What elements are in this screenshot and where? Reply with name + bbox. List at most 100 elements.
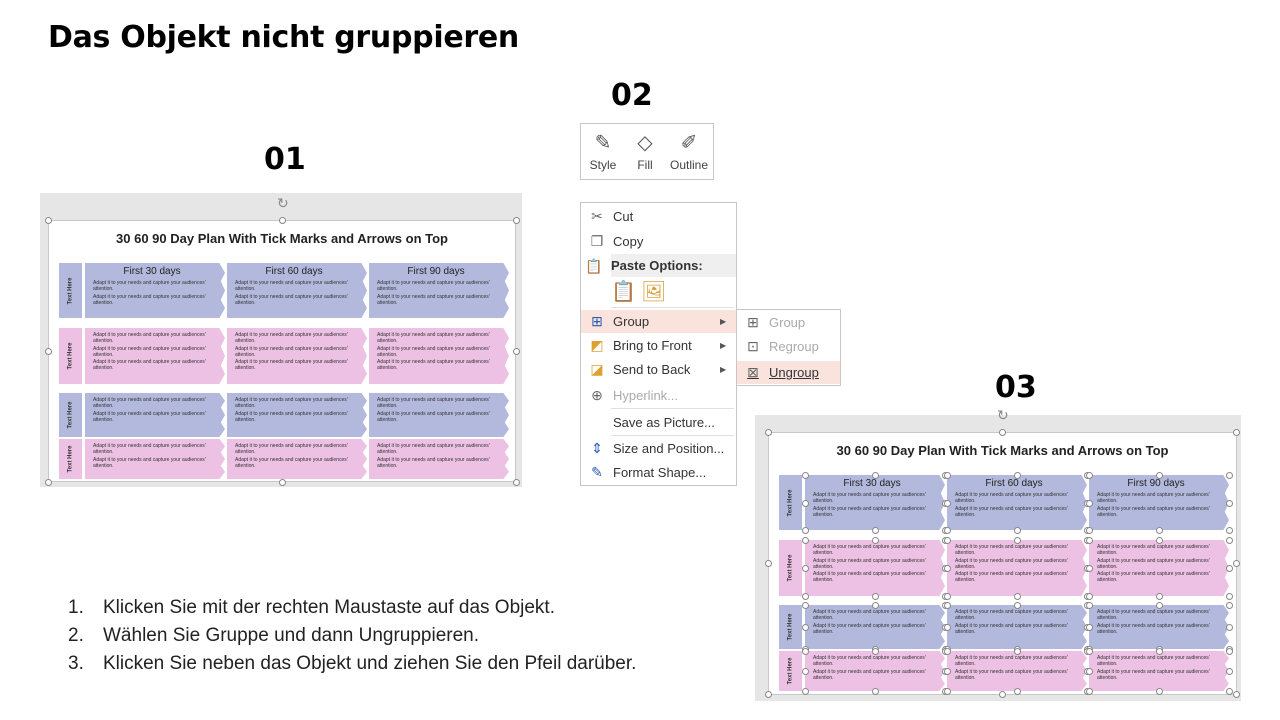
resize-handle[interactable] [1233, 691, 1240, 698]
resize-handle[interactable] [944, 602, 951, 609]
resize-handle[interactable] [1086, 648, 1093, 655]
resize-handle[interactable] [45, 479, 52, 486]
resize-handle[interactable] [872, 527, 879, 534]
resize-handle[interactable] [944, 537, 951, 544]
submenu-regroup[interactable]: ⊡Regroup [737, 335, 840, 358]
plan-cell[interactable]: Adapt it to your needs and capture your … [805, 605, 945, 649]
resize-handle[interactable] [944, 624, 951, 631]
resize-handle[interactable] [1233, 429, 1240, 436]
plan-cell[interactable]: Adapt it to your needs and capture your … [1089, 651, 1229, 691]
paste-as-picture-icon[interactable]: 🖼 [641, 281, 667, 303]
resize-handle[interactable] [802, 537, 809, 544]
resize-handle[interactable] [279, 479, 286, 486]
resize-handle[interactable] [765, 429, 772, 436]
paste-keep-formatting-icon[interactable]: 📋 [611, 281, 636, 303]
resize-handle[interactable] [513, 348, 520, 355]
resize-handle[interactable] [1156, 648, 1163, 655]
resize-handle[interactable] [1226, 624, 1233, 631]
resize-handle[interactable] [1226, 593, 1233, 600]
resize-handle[interactable] [1156, 537, 1163, 544]
resize-handle[interactable] [944, 565, 951, 572]
resize-handle[interactable] [999, 691, 1006, 698]
plan-cell[interactable]: Adapt it to your needs and capture your … [805, 540, 945, 596]
plan-cell[interactable]: Adapt it to your needs and capture your … [1089, 605, 1229, 649]
rotate-handle-icon[interactable]: ↻ [997, 407, 1009, 423]
style-button[interactable]: ✎Style [589, 130, 617, 172]
menu-copy[interactable]: ❐Copy [581, 230, 736, 253]
resize-handle[interactable] [944, 472, 951, 479]
resize-handle[interactable] [1086, 499, 1093, 507]
resize-handle[interactable] [1226, 527, 1233, 534]
resize-handle[interactable] [1086, 565, 1093, 572]
resize-handle[interactable] [1226, 565, 1233, 572]
resize-handle[interactable] [872, 593, 879, 600]
resize-handle[interactable] [1156, 688, 1163, 695]
menu-bring-to-front[interactable]: ◩Bring to Front▶ [581, 334, 736, 357]
resize-handle[interactable] [1226, 537, 1233, 544]
outline-button[interactable]: ✐Outline [667, 130, 711, 172]
resize-handle[interactable] [872, 688, 879, 695]
resize-handle[interactable] [802, 688, 809, 695]
resize-handle[interactable] [944, 668, 951, 675]
plan-ungrouped[interactable]: 30 60 90 Day Plan With Tick Marks and Ar… [765, 407, 1240, 698]
resize-handle[interactable] [802, 668, 809, 675]
plan-grouped[interactable]: 30 60 90 Day Plan With Tick Marks and Ar… [45, 195, 520, 486]
resize-handle[interactable] [1086, 688, 1093, 695]
resize-handle[interactable] [1156, 527, 1163, 534]
resize-handle[interactable] [1014, 602, 1021, 609]
resize-handle[interactable] [1086, 472, 1093, 479]
resize-handle[interactable] [1226, 648, 1233, 655]
resize-handle[interactable] [802, 565, 809, 572]
resize-handle[interactable] [802, 648, 809, 655]
fill-button[interactable]: ◇Fill [631, 130, 659, 172]
resize-handle[interactable] [513, 479, 520, 486]
resize-handle[interactable] [1226, 499, 1233, 507]
plan-cell[interactable]: Adapt it to your needs and capture your … [805, 651, 945, 691]
menu-save-as-picture[interactable]: Save as Picture... [581, 411, 736, 434]
resize-handle[interactable] [1226, 602, 1233, 609]
resize-handle[interactable] [1156, 472, 1163, 479]
resize-handle[interactable] [1086, 527, 1093, 534]
menu-format-shape[interactable]: ✎Format Shape... [581, 461, 736, 484]
menu-send-to-back[interactable]: ◪Send to Back▶ [581, 358, 736, 381]
resize-handle[interactable] [1086, 602, 1093, 609]
submenu-ungroup[interactable]: ⊠Ungroup [737, 361, 840, 384]
resize-handle[interactable] [45, 348, 52, 355]
resize-handle[interactable] [944, 688, 951, 695]
resize-handle[interactable] [1226, 688, 1233, 695]
menu-cut[interactable]: ✂Cut [581, 205, 736, 228]
resize-handle[interactable] [279, 217, 286, 224]
resize-handle[interactable] [1014, 537, 1021, 544]
rotate-handle-icon[interactable]: ↻ [277, 195, 289, 211]
resize-handle[interactable] [1014, 688, 1021, 695]
resize-handle[interactable] [1014, 648, 1021, 655]
resize-handle[interactable] [944, 527, 951, 534]
resize-handle[interactable] [802, 624, 809, 631]
menu-hyperlink[interactable]: ⊕Hyperlink... [581, 384, 736, 407]
resize-handle[interactable] [872, 602, 879, 609]
resize-handle[interactable] [1156, 602, 1163, 609]
resize-handle[interactable] [1086, 537, 1093, 544]
resize-handle[interactable] [944, 499, 951, 507]
resize-handle[interactable] [765, 691, 772, 698]
resize-handle[interactable] [765, 560, 772, 567]
resize-handle[interactable] [872, 648, 879, 655]
resize-handle[interactable] [802, 499, 809, 507]
menu-size-position[interactable]: ⇕Size and Position... [581, 437, 736, 460]
resize-handle[interactable] [1014, 593, 1021, 600]
plan-cell[interactable]: Adapt it to your needs and capture your … [1089, 540, 1229, 596]
resize-handle[interactable] [45, 217, 52, 224]
resize-handle[interactable] [944, 593, 951, 600]
resize-handle[interactable] [944, 648, 951, 655]
resize-handle[interactable] [999, 429, 1006, 436]
menu-group[interactable]: ⊞Group▶ [581, 310, 736, 333]
resize-handle[interactable] [1233, 560, 1240, 567]
resize-handle[interactable] [802, 593, 809, 600]
resize-handle[interactable] [513, 217, 520, 224]
submenu-group[interactable]: ⊞Group [737, 311, 840, 334]
resize-handle[interactable] [1086, 593, 1093, 600]
plan-cell[interactable]: Adapt it to your needs and capture your … [947, 651, 1087, 691]
resize-handle[interactable] [1086, 668, 1093, 675]
